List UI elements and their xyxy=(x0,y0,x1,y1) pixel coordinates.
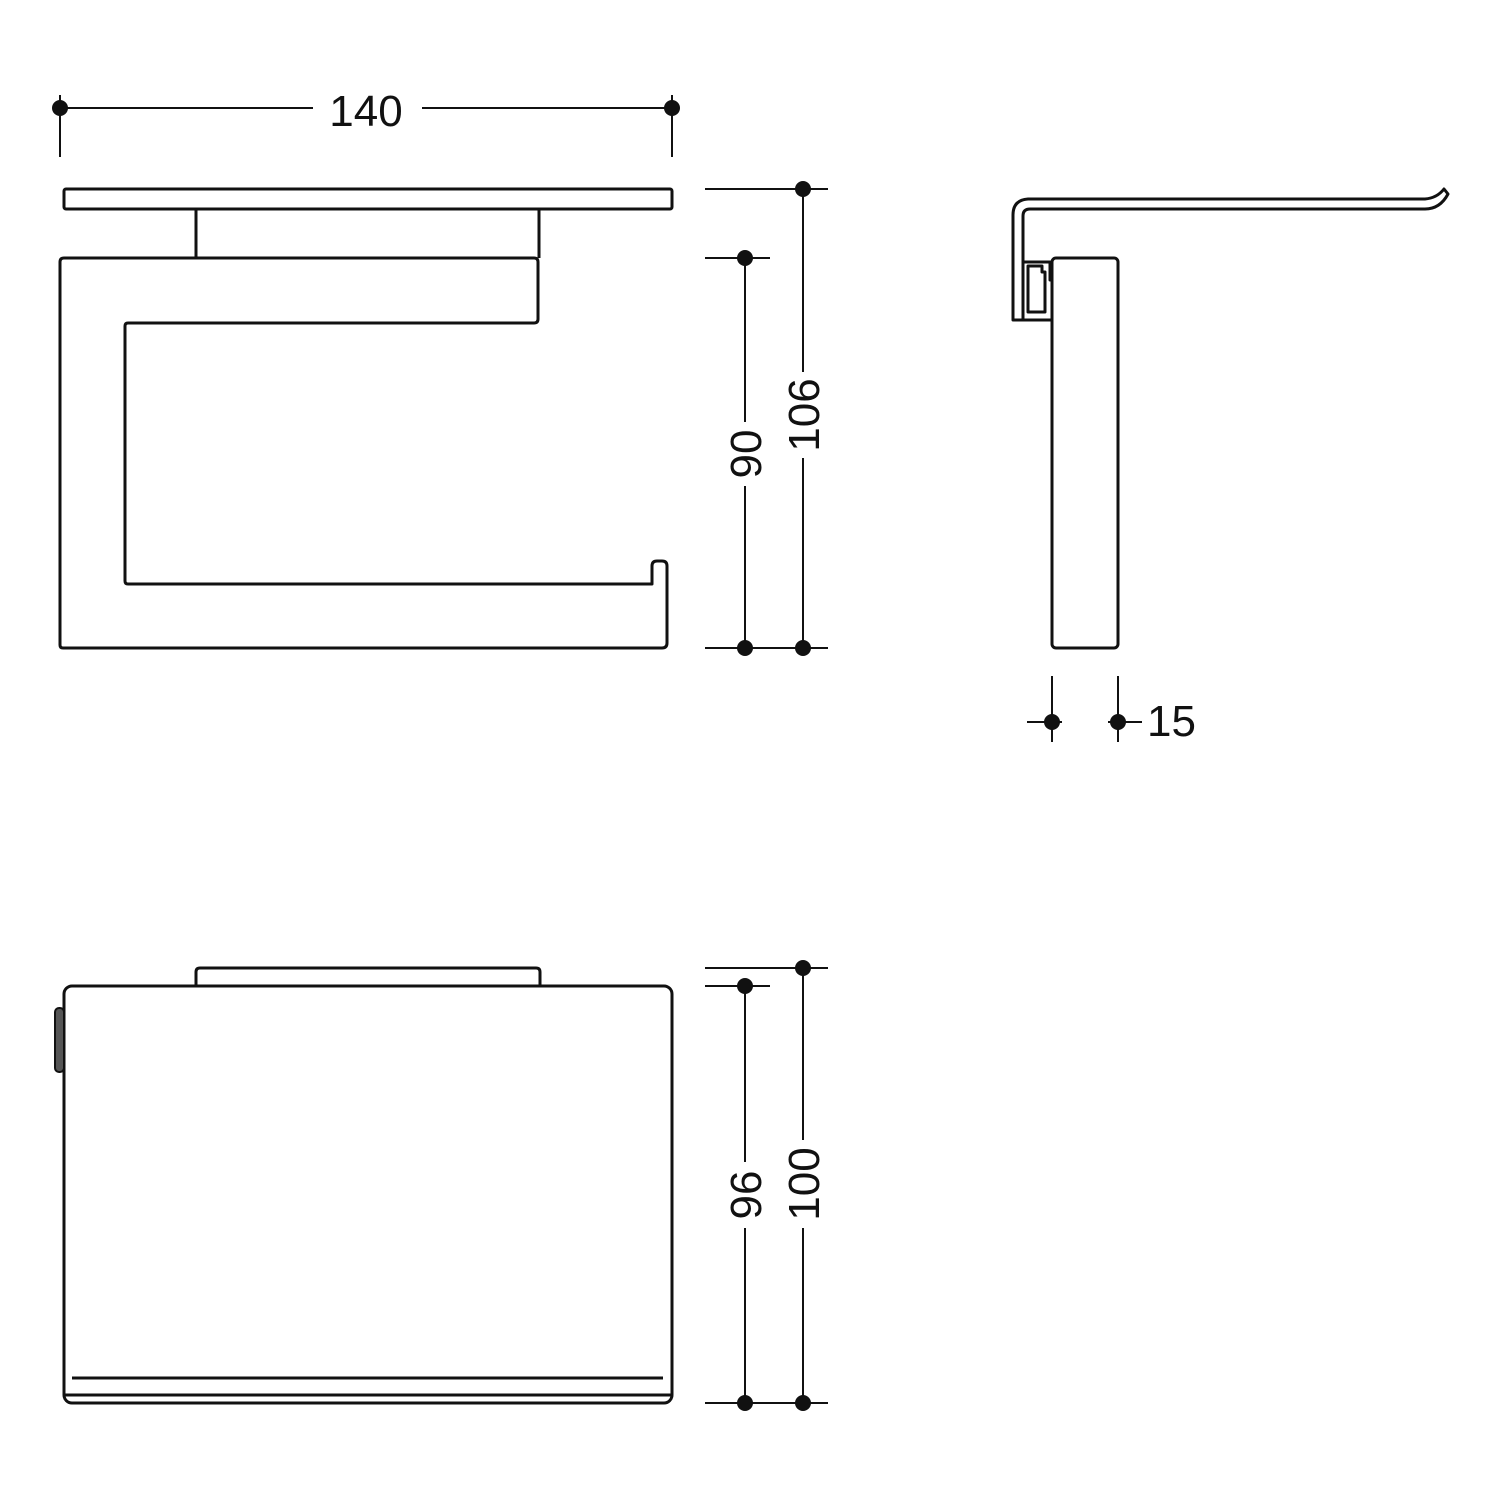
dimension-label-15: 15 xyxy=(1147,697,1196,746)
bottom-view xyxy=(54,966,674,1405)
side-wall-plate xyxy=(1050,256,1120,650)
front-view xyxy=(58,187,674,650)
dimension-front-inner-height: 90 xyxy=(705,250,771,656)
bottom-view-side-knob xyxy=(54,1007,65,1073)
dimension-bottom-inner-height: 96 xyxy=(705,978,771,1411)
dimension-front-total-height: 106 xyxy=(705,181,829,656)
front-holder-body xyxy=(58,256,669,650)
side-bracket xyxy=(1023,260,1052,322)
dimension-thickness: 15 xyxy=(1027,676,1196,746)
dimension-bottom-total-height: 100 xyxy=(705,960,829,1411)
side-shelf-rod xyxy=(1011,187,1450,322)
dimension-width: 140 xyxy=(52,87,680,157)
dimension-label-96: 96 xyxy=(722,1171,771,1220)
bottom-view-body xyxy=(62,984,674,1405)
front-shelf-plate xyxy=(62,187,674,211)
dimension-label-100: 100 xyxy=(780,1147,829,1220)
dimension-label-106: 106 xyxy=(780,378,829,451)
dimension-label-width: 140 xyxy=(329,87,402,136)
dimension-label-90: 90 xyxy=(722,430,771,479)
bottom-view-mount xyxy=(194,966,542,986)
side-view xyxy=(1011,187,1450,650)
